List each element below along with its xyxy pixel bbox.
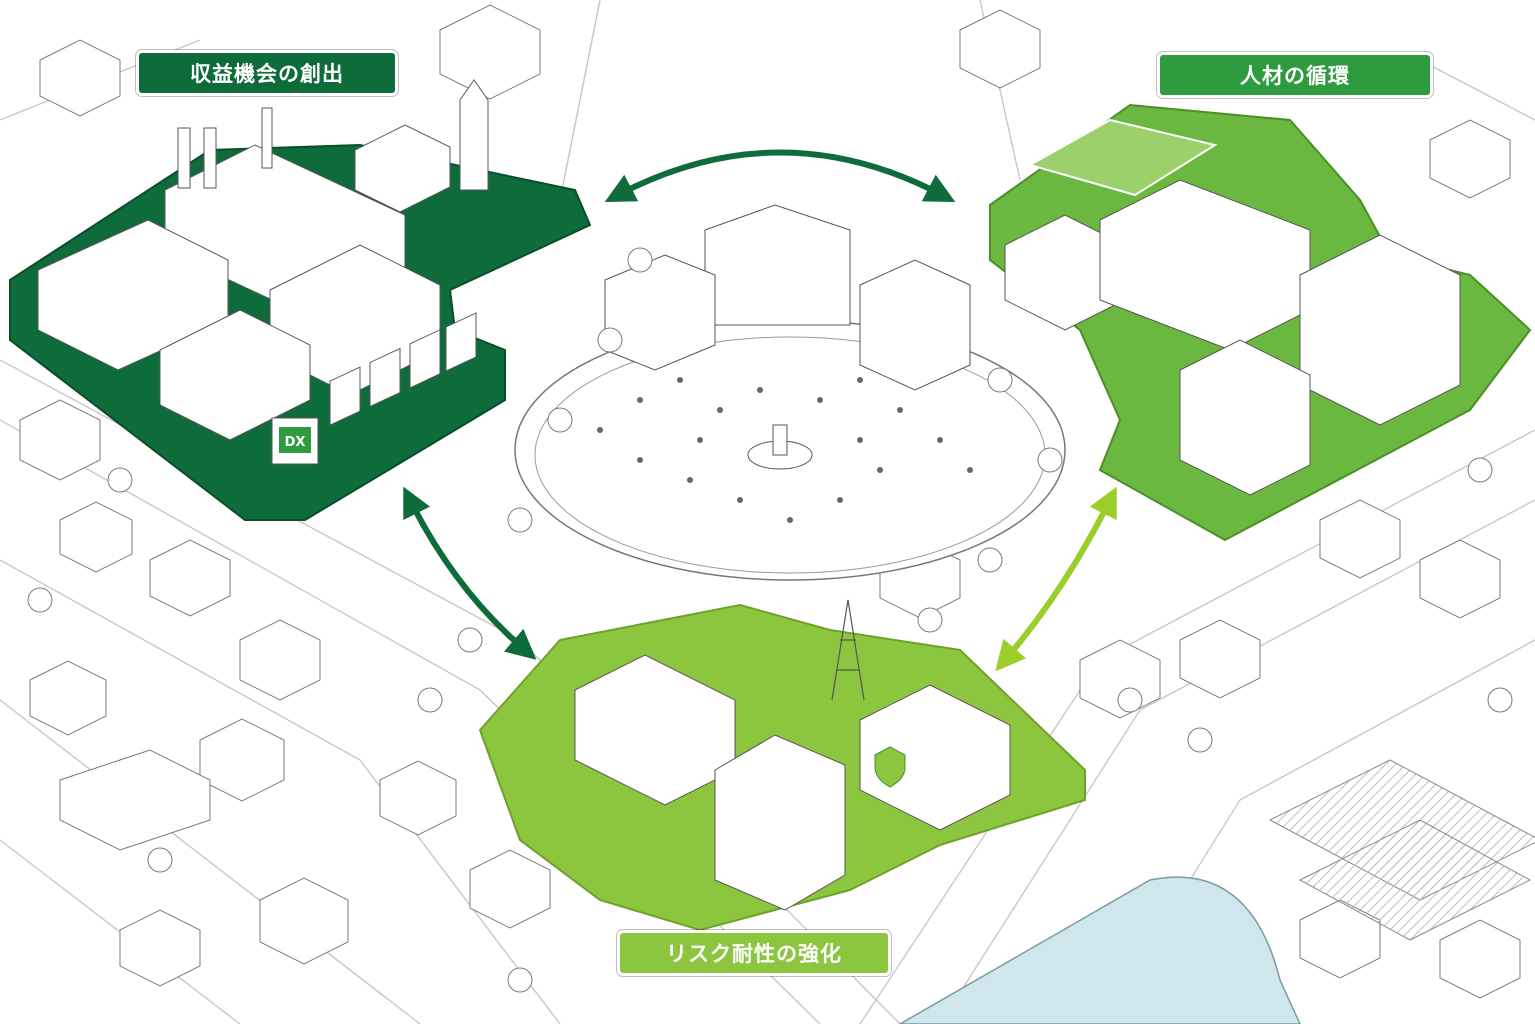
arrow-revenue-talent [604, 149, 956, 202]
crowd [597, 377, 973, 523]
transmission-tower [831, 599, 865, 701]
district-risk [478, 599, 1086, 932]
flow-arrows [403, 149, 1117, 672]
central-plaza [514, 204, 1066, 581]
district-talent [989, 103, 1532, 542]
district-revenue: DX [9, 79, 592, 521]
river [898, 876, 1301, 1024]
label-revenue-opportunity: 収益機会の創出 [136, 50, 398, 96]
background-houses [19, 4, 1521, 999]
label-risk-resilience: リスク耐性の強化 [617, 930, 891, 976]
dx-sign: DX [271, 417, 319, 465]
shield-icon [874, 746, 906, 788]
arrow-talent-risk [995, 486, 1117, 672]
sports-field [1027, 118, 1218, 197]
dx-sign-text: DX [285, 435, 306, 450]
label-talent-circulation: 人材の循環 [1157, 52, 1433, 98]
kiosks [329, 312, 477, 426]
arrow-revenue-risk [403, 486, 537, 660]
farmland [1268, 759, 1535, 941]
